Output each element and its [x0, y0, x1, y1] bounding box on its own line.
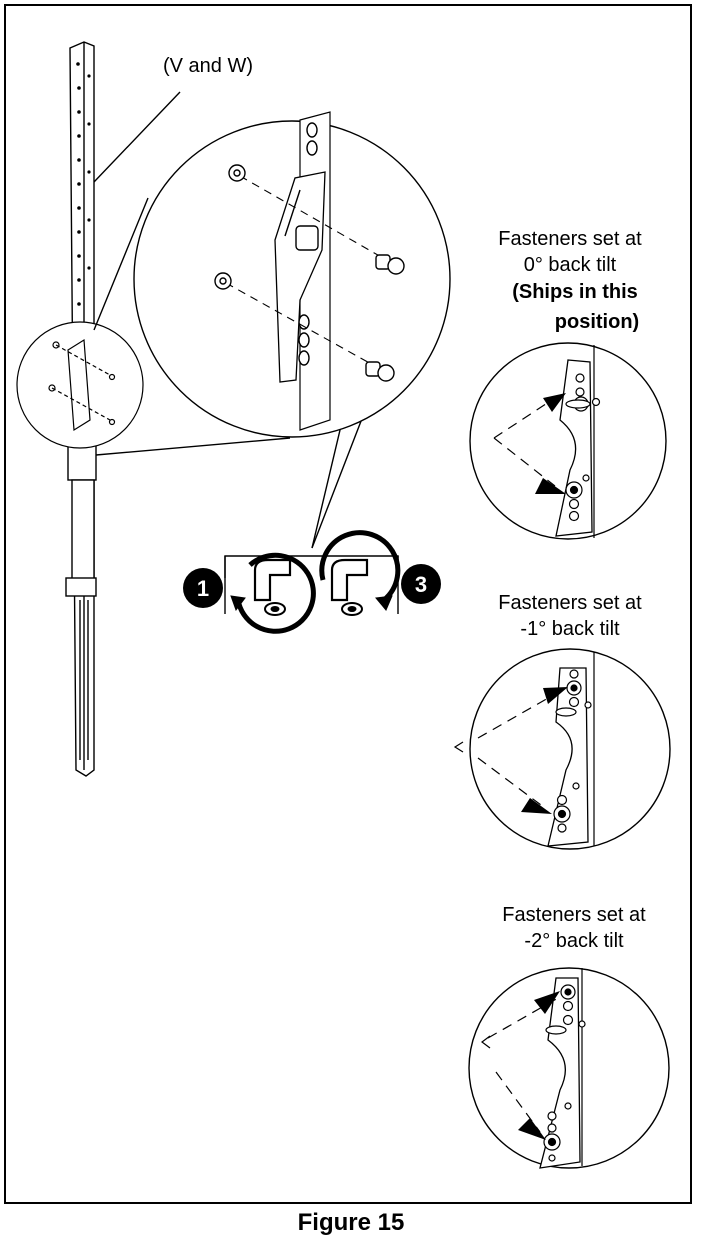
- tilt-minus2-detail-circle: [468, 967, 670, 1169]
- large-detail-circle: [133, 111, 451, 438]
- tilt-minus1-line2: -1° back tilt: [520, 618, 620, 640]
- figure-caption: Figure 15: [297, 1209, 405, 1236]
- tilt-minus2-line2: -2° back tilt: [524, 930, 624, 952]
- step-1-number: 1: [197, 576, 209, 601]
- tilt-0-note-line2: position): [554, 311, 640, 333]
- tighten-rotation-icon: [319, 530, 441, 616]
- small-detail-circle: [16, 321, 144, 449]
- tilt-minus2-line1: Fasteners set at: [502, 904, 646, 926]
- step-3-number: 3: [415, 572, 427, 597]
- tilt-minus1-line1: Fasteners set at: [498, 592, 642, 614]
- tilt-0-line1: Fasteners set at: [498, 228, 642, 250]
- figure-frame: [4, 4, 692, 1204]
- tilt-0-note-line1: (Ships in this: [512, 281, 638, 303]
- tilt-minus1-detail-circle: [453, 648, 671, 850]
- tilt-0-detail-circle: [469, 342, 667, 540]
- tilt-0-line2: 0° back tilt: [523, 254, 617, 276]
- callout-label: (V and W): [162, 55, 254, 77]
- loosen-rotation-icon: [183, 552, 316, 634]
